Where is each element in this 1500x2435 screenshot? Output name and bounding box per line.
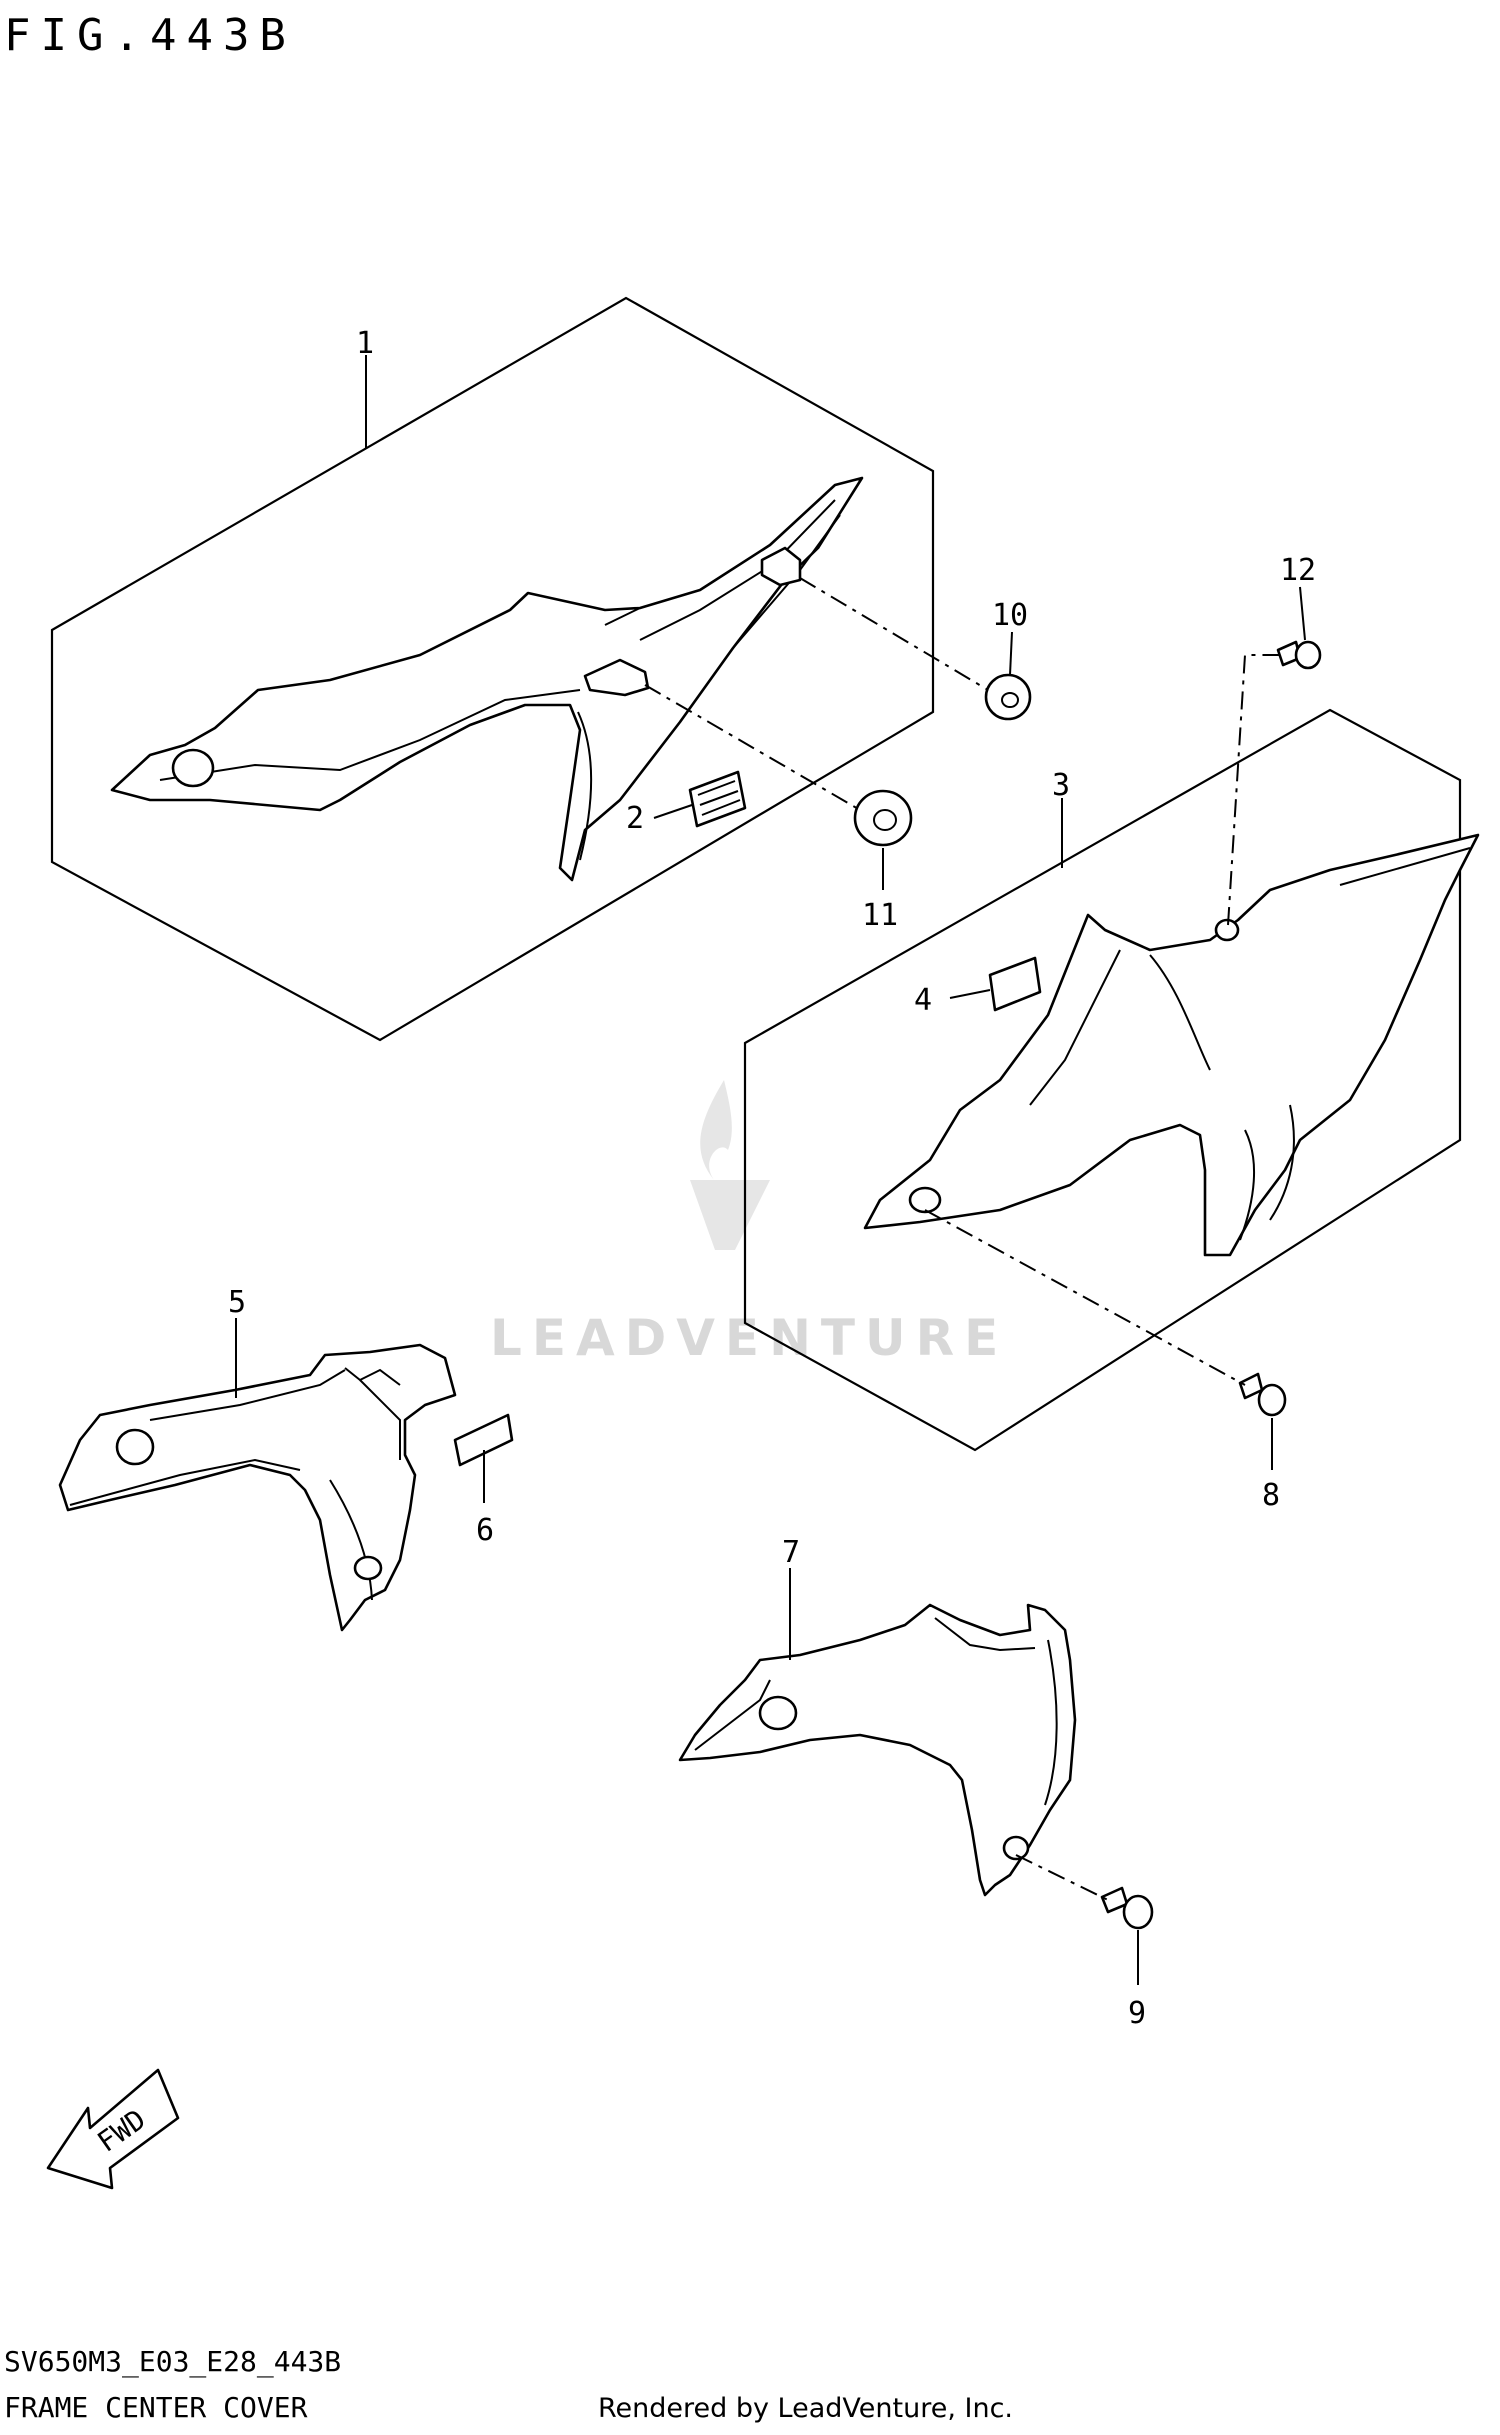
callout-9: 9 [1128, 1996, 1146, 2031]
assembly-line-9 [1015, 1854, 1109, 1901]
part-3-frame-cover[interactable] [863, 833, 1480, 1257]
part-1-frame-cover[interactable] [110, 476, 864, 882]
part-12-bolt[interactable] [1276, 640, 1322, 670]
part-11-grommet[interactable] [853, 789, 913, 847]
rendered-by: Rendered by LeadVenture, Inc. [598, 2393, 1013, 2424]
watermark-text: LEADVENTURE [490, 1309, 1008, 1367]
leader-10 [1009, 631, 1013, 676]
part-8-screw[interactable] [1238, 1372, 1287, 1417]
part-9-screw[interactable] [1100, 1886, 1154, 1930]
watermark-logo [690, 1080, 770, 1250]
callout-3: 3 [1052, 768, 1070, 803]
part-5-inner-cover[interactable] [58, 1343, 457, 1632]
callout-4: 4 [914, 983, 932, 1018]
kit-box-1 [50, 296, 935, 1042]
callout-7: 7 [782, 1535, 800, 1570]
callout-5: 5 [228, 1285, 246, 1320]
callout-1: 1 [356, 326, 374, 361]
part-7-lower-cover[interactable] [678, 1603, 1077, 1897]
part-4-pad[interactable] [988, 956, 1042, 1012]
leader-4 [949, 989, 991, 999]
model-code: SV650M3_E03_E28_443B [4, 2345, 341, 2379]
assembly-line-10 [799, 577, 989, 691]
callout-8: 8 [1262, 1478, 1280, 1513]
assembly-line-8 [924, 1209, 1246, 1386]
callout-2: 2 [626, 801, 644, 836]
leader-2 [653, 804, 693, 819]
assembly-line-12 [1227, 654, 1280, 926]
figure-title: FIG.443B [4, 10, 296, 61]
callout-6: 6 [476, 1513, 494, 1548]
assembly-line-11 [644, 684, 861, 811]
part-10-grommet[interactable] [984, 673, 1032, 721]
part-6-pad[interactable] [453, 1413, 514, 1467]
leader-12 [1299, 586, 1306, 641]
callout-12: 12 [1280, 553, 1316, 588]
callout-11: 11 [862, 898, 898, 933]
fwd-arrow-icon: FWD [46, 2068, 180, 2190]
section-name: FRAME CENTER COVER [4, 2391, 308, 2424]
part-2-pad[interactable] [688, 770, 747, 828]
kit-box-3 [743, 708, 1462, 1452]
callout-10: 10 [992, 598, 1028, 633]
